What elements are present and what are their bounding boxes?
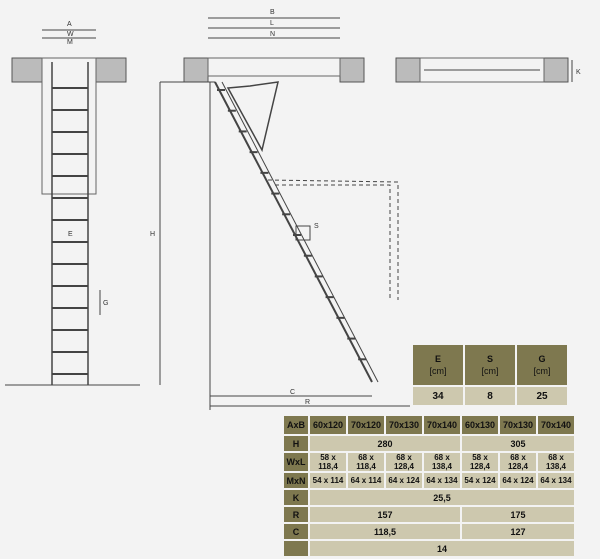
table-cell: 175 — [462, 507, 574, 522]
svg-text:R: R — [305, 399, 310, 406]
row-label: H — [284, 436, 308, 451]
table-cell: 25,5 — [310, 490, 574, 505]
table-cell: 305 — [462, 436, 574, 451]
model-size-header: 70x130 — [386, 416, 422, 434]
svg-text:H: H — [150, 231, 155, 238]
front-view: A W M E G — [5, 21, 140, 386]
table-row: 14 — [284, 541, 574, 556]
row-label: AxB — [284, 416, 308, 434]
table-cell: 54 x 124 — [462, 473, 498, 488]
row-label: MxN — [284, 473, 308, 488]
svg-text:K: K — [576, 69, 581, 76]
svg-text:L: L — [270, 20, 274, 27]
table-cell: 68 x 138,4 — [424, 453, 460, 471]
dimension-letter: G — [538, 354, 546, 364]
table-cell: 157 — [310, 507, 460, 522]
model-size-header: 70x140 — [538, 416, 574, 434]
row-label: WxL — [284, 453, 308, 471]
table-cell: 127 — [462, 524, 574, 539]
table-cell: 118,5 — [310, 524, 460, 539]
dimension-value: 8 — [465, 387, 515, 405]
table-cell: 64 x 124 — [386, 473, 422, 488]
svg-text:G: G — [103, 300, 108, 307]
svg-text:S: S — [314, 223, 319, 230]
row-label: K — [284, 490, 308, 505]
svg-text:W: W — [67, 31, 74, 38]
model-size-header: 70x120 — [348, 416, 384, 434]
dimension-unit: [cm] — [429, 366, 447, 376]
table-cell: 54 x 114 — [310, 473, 346, 488]
table-cell: 64 x 114 — [348, 473, 384, 488]
table-cell: 58 x 118,4 — [310, 453, 346, 471]
svg-text:E: E — [68, 231, 73, 238]
table-cell: 68 x 128,4 — [386, 453, 422, 471]
table-cell: 68 x 128,4 — [500, 453, 536, 471]
row-label: R — [284, 507, 308, 522]
dimension-header: E [cm] — [413, 345, 463, 385]
dimension-header: G [cm] — [517, 345, 567, 385]
table-cell: 64 x 134 — [424, 473, 460, 488]
model-size-header: 70x140 — [424, 416, 460, 434]
side-view: B L N H S C R — [150, 9, 410, 410]
table-cell: 68 x 118,4 — [348, 453, 384, 471]
table-cell: 14 — [310, 541, 574, 556]
row-label: C — [284, 524, 308, 539]
closed-view: K — [395, 57, 581, 83]
table-cell: 64 x 134 — [538, 473, 574, 488]
table-cell: 58 x 128,4 — [462, 453, 498, 471]
row-label — [284, 541, 308, 556]
svg-text:B: B — [270, 9, 275, 16]
dimension-unit: [cm] — [533, 366, 551, 376]
dimension-header: S [cm] — [465, 345, 515, 385]
model-size-header: 60x120 — [310, 416, 346, 434]
model-size-header: 60x130 — [462, 416, 498, 434]
dimension-value: 25 — [517, 387, 567, 405]
table-cell: 68 x 138,4 — [538, 453, 574, 471]
dimension-letter: E — [434, 354, 441, 364]
model-size-header: 70x130 — [500, 416, 536, 434]
svg-text:C: C — [290, 389, 295, 396]
svg-text:N: N — [270, 31, 275, 38]
table-cell: 280 — [310, 436, 460, 451]
dimension-unit: [cm] — [481, 366, 499, 376]
dimension-letter: S — [486, 354, 493, 364]
table-cell: 64 x 124 — [500, 473, 536, 488]
dimension-value: 34 — [413, 387, 463, 405]
svg-text:A: A — [67, 21, 72, 28]
svg-text:M: M — [67, 39, 73, 46]
